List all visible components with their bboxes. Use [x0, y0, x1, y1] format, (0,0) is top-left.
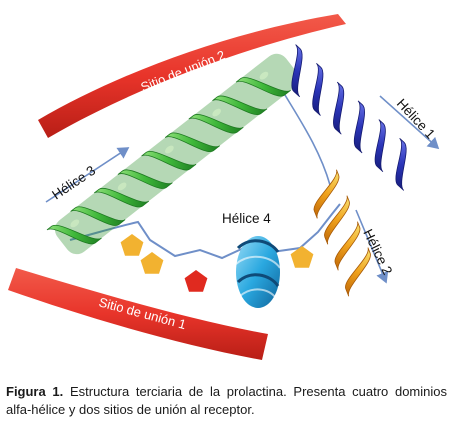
loop-backbone-upper	[284, 94, 331, 186]
helix-3	[46, 53, 299, 255]
helix-4	[235, 236, 281, 308]
helix-4-label: Hélice 4	[222, 211, 271, 226]
helix-2	[313, 169, 371, 297]
helix-1	[291, 44, 407, 191]
helix-1-annotation: Hélice 1	[379, 95, 440, 150]
binding-site-1: Sitio de unión 1	[8, 268, 268, 360]
loop-backbone	[69, 203, 341, 260]
pentagon-2	[140, 252, 164, 274]
pentagon-3	[184, 270, 208, 292]
caption-label: Figura 1.	[6, 384, 64, 399]
pentagon-4	[290, 246, 314, 268]
pentagon-1	[120, 234, 144, 256]
figure-caption: Figura 1. Estructura terciaria de la pro…	[6, 383, 447, 419]
prolactin-structure-figure: Sitio de unión 2 Sitio de unión 1	[8, 14, 440, 360]
helix-1-label: Hélice 1	[394, 96, 438, 142]
caption-text: Estructura terciaria de la prolactina. P…	[6, 384, 447, 417]
helix-2-label: Hélice 2	[360, 227, 395, 277]
